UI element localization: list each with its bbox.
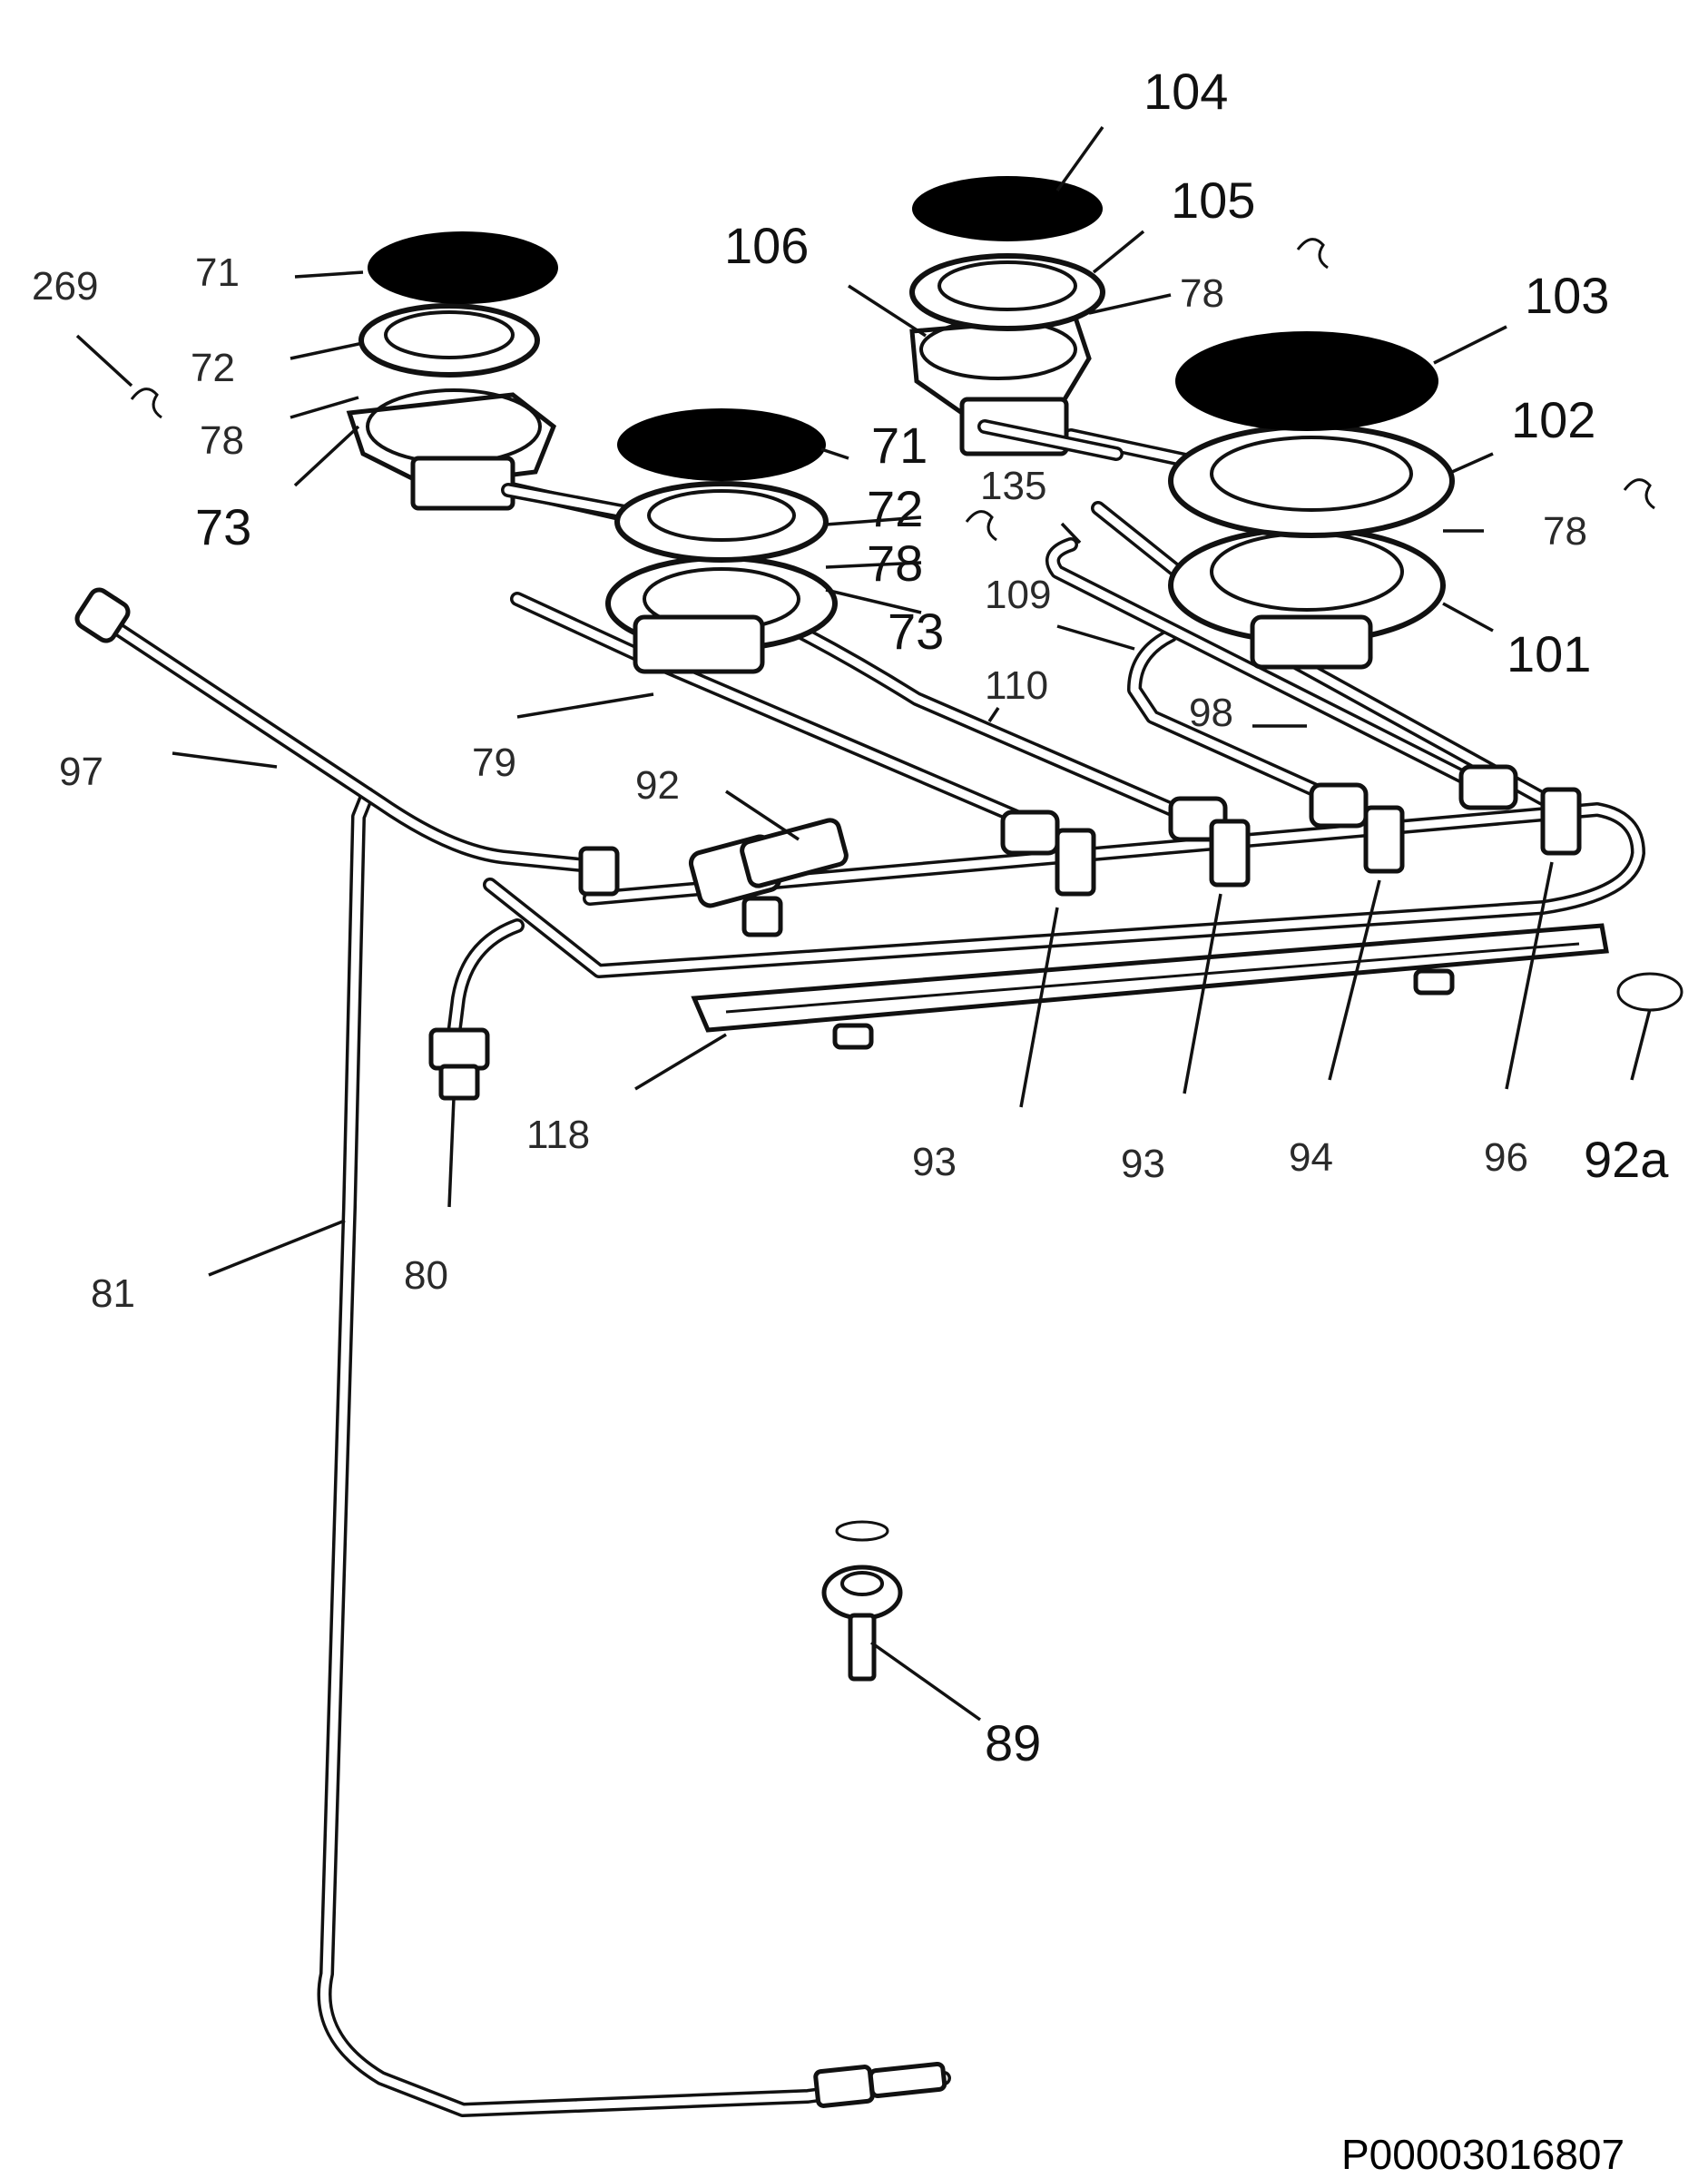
burner-caps xyxy=(368,176,1438,481)
callout-73-left: 73 xyxy=(195,498,251,555)
gas-rail-97 xyxy=(74,587,606,874)
callout-98: 98 xyxy=(1189,691,1233,735)
burner-cup-center xyxy=(605,555,838,674)
drawing-code: P00003016807 xyxy=(1341,2131,1625,2178)
callout-101: 101 xyxy=(1507,625,1591,682)
burner-cup-left xyxy=(346,388,661,525)
callout-79: 79 xyxy=(472,741,516,785)
callout-97: 97 xyxy=(59,750,103,794)
callout-106: 106 xyxy=(724,217,809,274)
callout-96: 96 xyxy=(1484,1135,1528,1180)
bar-118 xyxy=(691,923,1609,1050)
callout-109: 109 xyxy=(985,573,1051,617)
small-screws-269 xyxy=(130,238,1655,542)
callout-93-a: 93 xyxy=(912,1140,957,1184)
callout-78-right: 78 xyxy=(1543,509,1587,554)
callout-104: 104 xyxy=(1144,63,1228,120)
callout-92a: 92a xyxy=(1584,1131,1669,1188)
screw-89 xyxy=(821,1520,903,1682)
callout-labels: 269 71 72 78 73 104 105 106 78 103 71 72… xyxy=(32,63,1669,1771)
callout-92: 92 xyxy=(635,763,680,808)
callout-78-center: 78 xyxy=(867,535,923,592)
callout-78-top: 78 xyxy=(1180,271,1224,316)
callout-71-left: 71 xyxy=(195,250,240,295)
callout-94: 94 xyxy=(1289,1135,1333,1180)
callout-81: 81 xyxy=(91,1271,135,1316)
burner-heads xyxy=(358,253,1455,563)
leader-lines xyxy=(75,125,1652,1722)
callout-110: 110 xyxy=(985,663,1048,708)
callout-118: 118 xyxy=(526,1113,590,1157)
callout-105: 105 xyxy=(1171,172,1255,229)
callout-80: 80 xyxy=(404,1253,448,1298)
callout-78-left: 78 xyxy=(200,418,244,463)
gas-valves xyxy=(578,764,1582,937)
frame-rail xyxy=(483,802,1645,978)
callout-93-b: 93 xyxy=(1121,1142,1165,1186)
callout-72-left: 72 xyxy=(191,346,235,390)
burner-cup-106 xyxy=(909,315,1124,461)
callout-89: 89 xyxy=(985,1714,1041,1771)
callout-102: 102 xyxy=(1511,391,1595,448)
burner-cup-101 xyxy=(1168,526,1446,670)
callout-269: 269 xyxy=(32,264,98,309)
callout-135: 135 xyxy=(980,464,1046,508)
washer-92a xyxy=(1616,972,1683,1012)
supply-pipe-81 xyxy=(317,787,951,2117)
callout-103: 103 xyxy=(1525,267,1609,324)
callout-73-center: 73 xyxy=(888,603,944,660)
branch-pipe-80 xyxy=(428,918,525,1101)
callout-72-center: 72 xyxy=(867,480,923,537)
callout-71-center: 71 xyxy=(871,417,928,474)
